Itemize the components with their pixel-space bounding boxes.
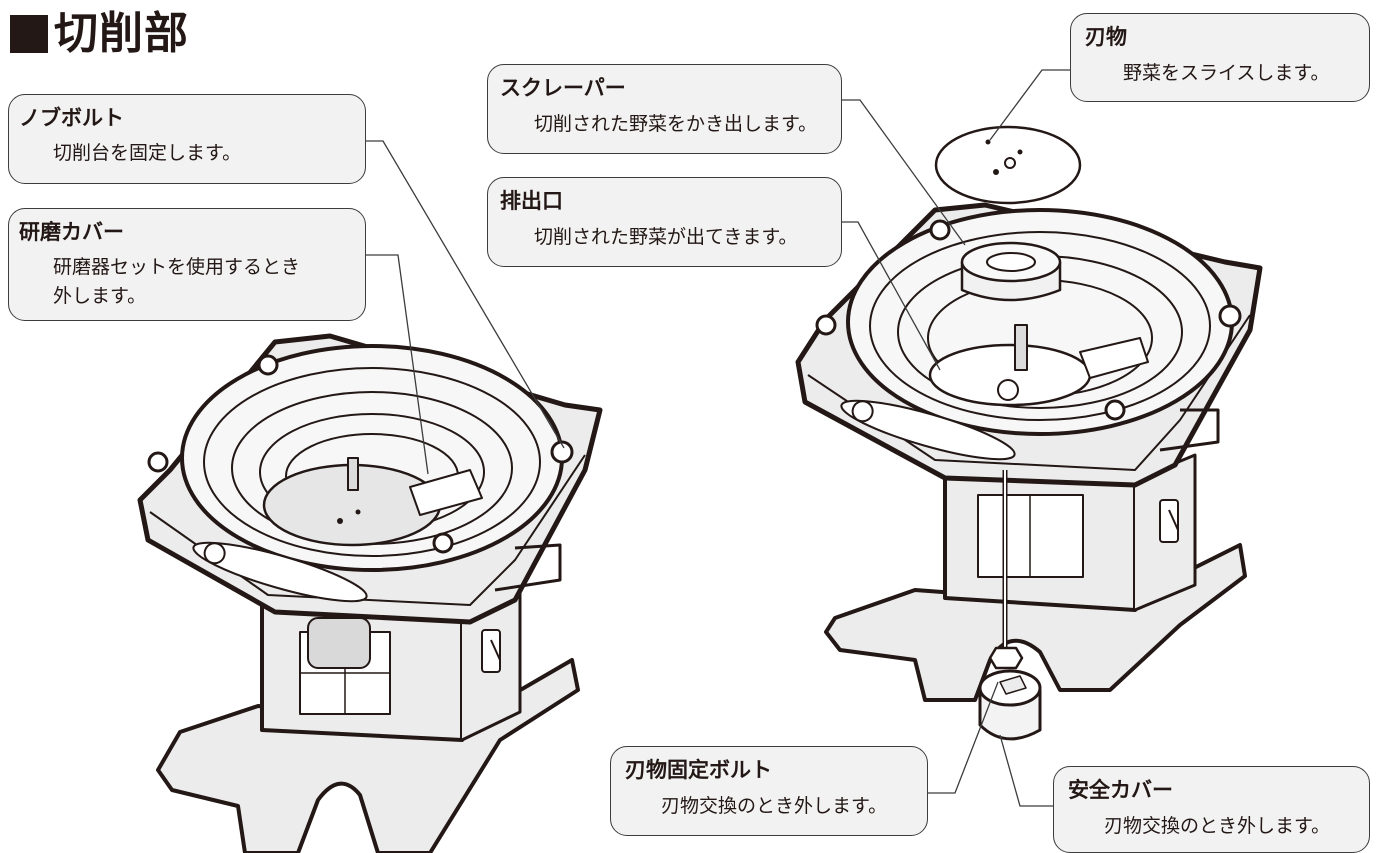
right-machine-base — [824, 543, 1247, 702]
callout-knob-bolt-desc: 切削台を固定します。 — [53, 142, 242, 164]
loose-blade-disc — [934, 125, 1082, 205]
leader-blade-fixing-bolt — [928, 681, 999, 794]
callout-grinding-cover: 研磨カバー 研磨器セットを使用するとき 外します。 — [8, 208, 366, 321]
left-machine-brand-plate — [192, 541, 368, 603]
callout-grinding-cover-title: 研磨カバー — [19, 220, 124, 244]
left-machine-switch — [481, 629, 501, 673]
leader-lines — [366, 69, 1070, 807]
right-machine-scraper — [960, 241, 1062, 302]
left-slicer-machine — [137, 333, 603, 853]
title-square-mark — [10, 15, 48, 53]
callout-blade-fixing-bolt: 刃物固定ボルト 刃物交換のとき外します。 — [610, 746, 928, 836]
leader-scraper — [842, 99, 966, 246]
callout-blade-title: 刃物 — [1085, 25, 1127, 49]
callout-blade-fixing-bolt-desc: 刃物交換のとき外します。 — [661, 795, 888, 817]
left-machine-knob-bolt — [550, 440, 574, 464]
right-machine-brand-plate — [840, 399, 1016, 461]
page-title: 切削部 — [10, 4, 189, 64]
callout-knob-bolt: ノブボルト 切削台を固定します。 — [8, 94, 366, 184]
callout-knob-bolt-title: ノブボルト — [19, 106, 124, 130]
blade-fixing-bolt — [988, 646, 1024, 670]
callout-safety-cover: 安全カバー 刃物交換のとき外します。 — [1053, 766, 1370, 853]
callout-scraper-title: スクレーパー — [500, 76, 626, 100]
callout-outlet-title: 排出口 — [500, 189, 563, 213]
callout-grinding-cover-desc-line2: 外します。 — [53, 285, 147, 307]
page-title-text: 切削部 — [54, 8, 189, 59]
callout-safety-cover-desc: 刃物交換のとき外します。 — [1104, 815, 1331, 837]
leader-outlet — [842, 221, 941, 371]
leader-knob-bolt — [366, 140, 565, 449]
callout-outlet: 排出口 切削された野菜が出てきます。 — [487, 177, 842, 267]
leader-safety-cover — [999, 734, 1053, 807]
right-slicer-machine — [795, 125, 1263, 741]
callout-grinding-cover-desc-line1: 研磨器セットを使用するとき — [53, 256, 301, 278]
callout-outlet-desc: 切削された野菜が出てきます。 — [534, 226, 798, 248]
leader-blade — [989, 69, 1070, 141]
leader-grinding-cover — [366, 254, 429, 475]
callout-blade-fixing-bolt-title: 刃物固定ボルト — [625, 758, 772, 782]
right-machine-switch — [1159, 499, 1179, 543]
callout-safety-cover-title: 安全カバー — [1068, 778, 1173, 802]
callout-blade-desc: 野菜をスライスします。 — [1123, 62, 1330, 84]
left-machine-grinding-cover — [409, 469, 483, 516]
left-machine-motor — [307, 617, 371, 669]
callout-blade: 刃物 野菜をスライスします。 — [1070, 13, 1370, 102]
callout-scraper-desc: 切削された野菜をかき出します。 — [534, 113, 818, 135]
callout-scraper: スクレーパー 切削された野菜をかき出します。 — [487, 64, 842, 154]
